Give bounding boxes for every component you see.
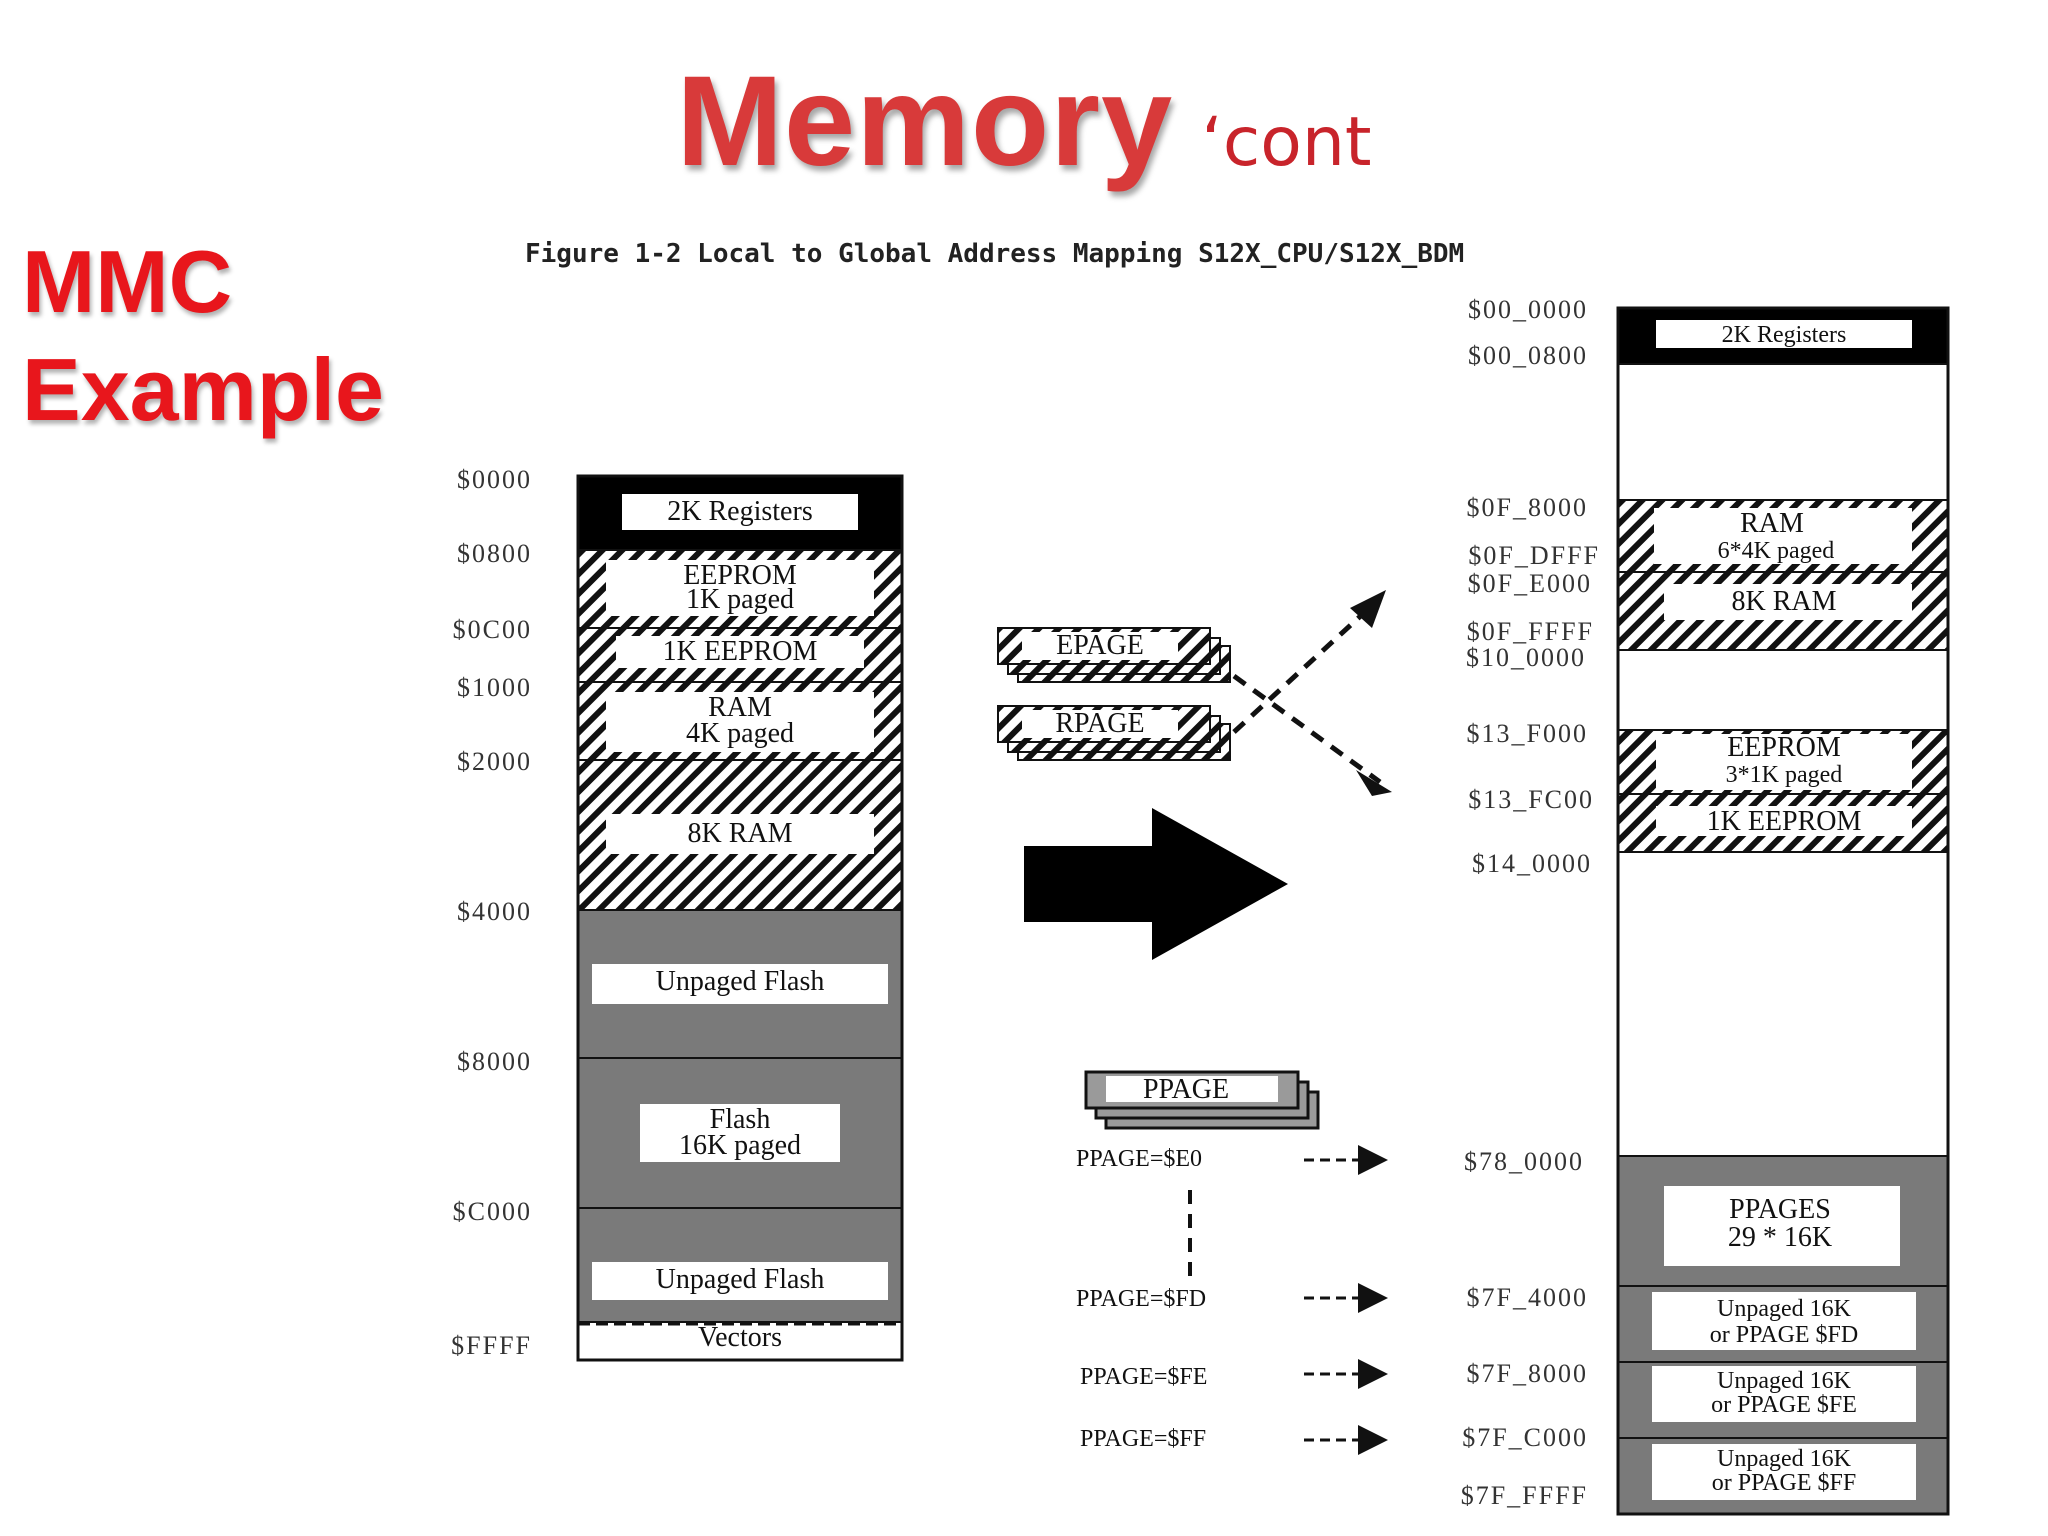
global-ppage-ff-label2: or PPAGE $FF [1712,1470,1857,1496]
global-ppage-fd-label1: Unpaged 16K [1717,1296,1852,1322]
global-address-7f-c000: $7F_C000 [1462,1423,1588,1452]
ppage-fe-label: PPAGE=$FE [1080,1364,1207,1390]
global-ppage-fd-label2: or PPAGE $FD [1710,1322,1859,1348]
global-address-0f-8000: $0F_8000 [1467,493,1588,522]
side-label: MMC Example [22,228,384,444]
global-address-7f-8000: $7F_8000 [1467,1359,1588,1388]
global-address-00-0800: $00_0800 [1468,341,1588,370]
local-address-2000: $2000 [457,747,532,776]
global-ppage-ff-label1: Unpaged 16K [1717,1446,1852,1472]
local-registers-label: 2K Registers [667,496,812,527]
global-address-7f-4000: $7F_4000 [1467,1283,1588,1312]
local-eeprom-1k-label: 1K EEPROM [663,636,818,667]
global-ram-8k-label: 8K RAM [1731,586,1836,617]
global-address-13-f000: $13_F000 [1467,719,1588,748]
global-address-0f-e000: $0F_E000 [1468,569,1592,598]
local-ram-8k-label: 8K RAM [687,818,792,849]
rpage-label: RPAGE [1055,708,1144,739]
local-unpaged-flash-label-1: Unpaged Flash [656,966,825,997]
ppage-register: PPAGE [1084,1070,1320,1130]
local-memory-map: 2K Registers EEPROM 1K paged 1K EEPROM R… [576,474,904,1362]
global-address-7f-ffff: $7F_FFFF [1461,1481,1588,1510]
mapping-arrow-icon [1024,808,1288,960]
global-ppage-fe-label2: or PPAGE $FE [1711,1392,1857,1418]
local-address-8000: $8000 [457,1047,532,1076]
side-label-line1: MMC [22,232,233,331]
ppage-ff-label: PPAGE=$FF [1080,1426,1206,1452]
global-eeprom-label1: EEPROM [1727,732,1841,763]
local-address-labels: $0000 $0800 $0C00 $1000 $2000 $4000 $800… [451,465,532,1360]
local-ram-paged-label2: 4K paged [686,718,794,749]
rpage-register: RPAGE [997,705,1231,761]
local-address-0000: $0000 [457,465,532,494]
global-address-13-fc00: $13_FC00 [1468,785,1594,814]
global-eeprom-label2: 3*1K paged [1726,762,1843,788]
global-ram-label2: 6*4K paged [1718,538,1835,564]
global-ram-label1: RAM [1740,508,1804,539]
global-ppages-label2: 29 * 16K [1728,1222,1832,1253]
title-main: Memory [676,50,1174,193]
ppage-mappings: PPAGE=$E0 PPAGE=$FD PPAGE=$FE PPAGE=$FF [1076,1145,1388,1455]
global-registers-label: 2K Registers [1722,322,1847,348]
epage-label: EPAGE [1056,630,1144,661]
global-ppage-fe-label1: Unpaged 16K [1717,1368,1852,1394]
global-address-10-0000: $10_0000 [1466,643,1586,672]
local-flash-paged-label2: 16K paged [679,1130,801,1161]
title-suffix: ‘cont [1201,103,1372,182]
global-address-0f-ffff: $0F_FFFF [1467,617,1594,646]
local-ram-paged-label1: RAM [708,692,772,723]
local-address-0800: $0800 [457,539,532,568]
local-address-c000: $C000 [453,1197,532,1226]
global-ppages-label1: PPAGES [1729,1194,1831,1225]
local-vectors-label: Vectors [698,1322,782,1353]
global-address-labels: $00_0000 $00_0800 $0F_8000 $0F_DFFF $0F_… [1461,295,1600,1510]
local-flash-paged-label1: Flash [710,1104,771,1135]
ppage-fd-label: PPAGE=$FD [1076,1286,1206,1312]
local-unpaged-flash-label-2: Unpaged Flash [656,1264,825,1295]
figure-caption: Figure 1-2 Local to Global Address Mappi… [525,239,1464,269]
mapping-cross-arrows [1232,590,1392,796]
local-address-0c00: $0C00 [453,615,532,644]
global-memory-map: 2K Registers RAM 6*4K paged 8K RAM EEPRO… [1616,306,1950,1516]
ppage-label: PPAGE [1143,1074,1229,1105]
global-eeprom-1k-label: 1K EEPROM [1707,806,1862,837]
global-address-78-0000: $78_0000 [1464,1147,1584,1176]
global-address-0f-dfff: $0F_DFFF [1468,541,1600,570]
global-address-14-0000: $14_0000 [1472,849,1592,878]
local-address-ffff: $FFFF [451,1331,532,1360]
slide-title: Memory ‘cont [0,48,2048,195]
epage-register: EPAGE [997,627,1231,683]
side-label-line2: Example [22,340,384,439]
local-eeprom-paged-label2: 1K paged [686,584,794,615]
local-eeprom-paged-label1: EEPROM [683,560,797,591]
global-address-00-0000: $00_0000 [1468,295,1588,324]
local-address-4000: $4000 [457,897,532,926]
local-vectors-block [577,1321,903,1361]
ppage-e0-label: PPAGE=$E0 [1076,1146,1202,1172]
local-address-1000: $1000 [457,673,532,702]
